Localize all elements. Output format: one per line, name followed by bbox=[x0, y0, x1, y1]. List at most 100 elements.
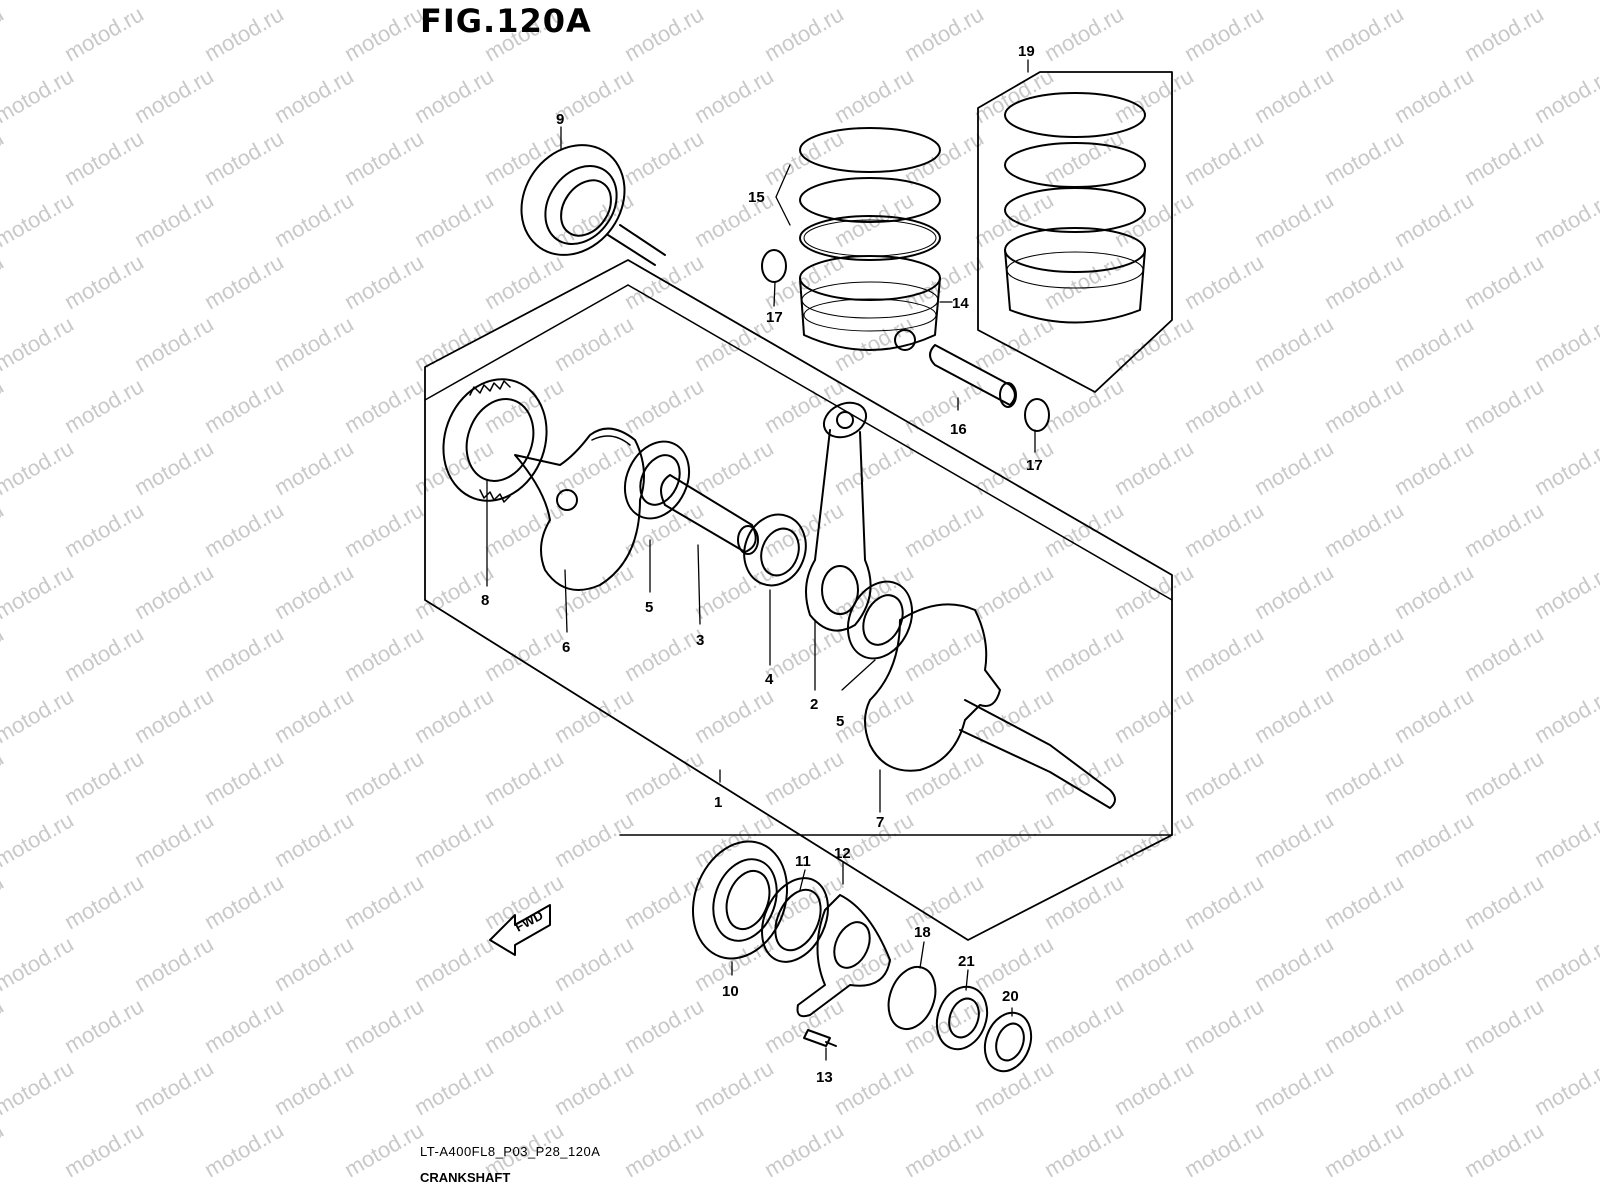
watermark-text: motod.ru bbox=[480, 125, 568, 190]
watermark-text: motod.ru bbox=[1320, 497, 1408, 562]
watermark-text: motod.ru bbox=[270, 311, 358, 376]
callout-11: 11 bbox=[795, 853, 811, 870]
watermark-text: motod.ru bbox=[0, 0, 78, 4]
watermark-text: motod.ru bbox=[480, 993, 568, 1058]
callout-5a: 5 bbox=[645, 599, 653, 616]
watermark-text: motod.ru bbox=[1460, 745, 1548, 810]
watermark-text: motod.ru bbox=[60, 497, 148, 562]
watermark-text: motod.ru bbox=[1390, 1055, 1478, 1120]
watermark-text: motod.ru bbox=[1460, 125, 1548, 190]
watermark-text: motod.ru bbox=[0, 435, 78, 500]
watermark-text: motod.ru bbox=[760, 497, 848, 562]
watermark-text: motod.ru bbox=[0, 497, 8, 562]
watermark-text: motod.ru bbox=[200, 1, 288, 66]
watermark-text: motod.ru bbox=[130, 63, 218, 128]
watermark-text: motod.ru bbox=[1250, 1055, 1338, 1120]
watermark-text: motod.ru bbox=[0, 807, 78, 872]
watermark-text: motod.ru bbox=[1320, 869, 1408, 934]
watermark-text: motod.ru bbox=[1110, 187, 1198, 252]
watermark-text: motod.ru bbox=[1390, 683, 1478, 748]
watermark-text: motod.ru bbox=[620, 373, 708, 438]
callout-3: 3 bbox=[696, 632, 704, 649]
callout-4: 4 bbox=[765, 671, 774, 688]
watermark-text: motod.ru bbox=[0, 1, 8, 66]
watermark-text: motod.ru bbox=[1530, 807, 1600, 872]
watermark-text: motod.ru bbox=[1530, 683, 1600, 748]
watermark-text: motod.ru bbox=[690, 1055, 778, 1120]
watermark-text: motod.ru bbox=[270, 683, 358, 748]
watermark-text: motod.ru bbox=[340, 125, 428, 190]
watermark-text: motod.ru bbox=[1530, 187, 1600, 252]
watermark-text: motod.ru bbox=[1390, 435, 1478, 500]
circlip-19-icon bbox=[880, 960, 943, 1035]
watermark-text: motod.ru bbox=[410, 187, 498, 252]
piston-pin-16-icon bbox=[930, 345, 1016, 407]
piston-set-20-icon bbox=[1005, 93, 1145, 323]
watermark-text: motod.ru bbox=[0, 993, 8, 1058]
watermark-text: motod.ru bbox=[270, 931, 358, 996]
watermark-text: motod.ru bbox=[690, 63, 778, 128]
watermark-text: motod.ru bbox=[1250, 311, 1338, 376]
watermark-text: motod.ru bbox=[130, 1055, 218, 1120]
screw-13-icon bbox=[804, 1030, 836, 1046]
watermark-text: motod.ru bbox=[1180, 497, 1268, 562]
bearing-21-icon bbox=[929, 980, 996, 1057]
watermark-text: motod.ru bbox=[970, 931, 1058, 996]
watermark-text: motod.ru bbox=[1390, 63, 1478, 128]
watermark-text: motod.ru bbox=[970, 1055, 1058, 1120]
connecting-rod-2-icon bbox=[806, 396, 872, 630]
watermark-text: motod.ru bbox=[1530, 931, 1600, 996]
watermark-text: motod.ru bbox=[200, 745, 288, 810]
watermark-text: motod.ru bbox=[0, 1055, 78, 1120]
watermark-text: motod.ru bbox=[1110, 683, 1198, 748]
callout-5b: 5 bbox=[836, 713, 844, 730]
watermark-text: motod.ru bbox=[830, 931, 918, 996]
watermark-text: motod.ru bbox=[620, 993, 708, 1058]
watermark-text: motod.ru bbox=[1320, 1, 1408, 66]
watermark-text: motod.ru bbox=[1180, 1, 1268, 66]
watermark-text: motod.ru bbox=[410, 1055, 498, 1120]
watermark-text: motod.ru bbox=[970, 683, 1058, 748]
watermark-text: motod.ru bbox=[480, 745, 568, 810]
watermark-text: motod.ru bbox=[970, 807, 1058, 872]
watermark-text: motod.ru bbox=[200, 497, 288, 562]
callout-18: 20 bbox=[1002, 988, 1019, 1005]
watermark-text: motod.ru bbox=[1320, 745, 1408, 810]
watermark-text: motod.ru bbox=[270, 0, 358, 4]
watermark-text: motod.ru bbox=[1180, 249, 1268, 314]
piston-14-icon bbox=[800, 256, 940, 350]
crank-web-7-icon bbox=[865, 604, 1115, 808]
watermark-text: motod.ru bbox=[0, 187, 78, 252]
watermark-text: motod.ru bbox=[1250, 63, 1338, 128]
watermark-text: motod.ru bbox=[1250, 683, 1338, 748]
watermark-text: motod.ru bbox=[760, 373, 848, 438]
watermark-text: motod.ru bbox=[200, 869, 288, 934]
retainer-plate-12-icon bbox=[798, 895, 891, 1016]
watermark-text: motod.ru bbox=[620, 1, 708, 66]
watermark-text: motod.ru bbox=[410, 931, 498, 996]
watermark-text: motod.ru bbox=[1530, 1055, 1600, 1120]
watermark-text: motod.ru bbox=[1040, 249, 1128, 314]
watermark-text: motod.ru bbox=[200, 249, 288, 314]
watermark-text: motod.ru bbox=[130, 0, 218, 4]
watermark-text: motod.ru bbox=[130, 683, 218, 748]
watermark-text: motod.ru bbox=[620, 125, 708, 190]
watermark-text: motod.ru bbox=[970, 559, 1058, 624]
watermark-text: motod.ru bbox=[1110, 435, 1198, 500]
watermark-text: motod.ru bbox=[1250, 559, 1338, 624]
watermark-text: motod.ru bbox=[0, 683, 78, 748]
watermark-text: motod.ru bbox=[1460, 497, 1548, 562]
watermark-text: motod.ru bbox=[1530, 63, 1600, 128]
watermark-text: motod.ru bbox=[830, 0, 918, 4]
watermark-text: motod.ru bbox=[760, 745, 848, 810]
bearing-9-icon bbox=[500, 125, 665, 275]
watermark-text: motod.ru bbox=[1250, 931, 1338, 996]
figure-code: LT-A400FL8_P03_P28_120A bbox=[420, 1144, 601, 1159]
watermark-text: motod.ru bbox=[900, 1, 988, 66]
watermark-text: motod.ru bbox=[1320, 993, 1408, 1058]
watermark-text: motod.ru bbox=[900, 125, 988, 190]
watermark-text: motod.ru bbox=[620, 249, 708, 314]
callout-10: 10 bbox=[722, 983, 739, 1000]
bearing-10-icon bbox=[677, 828, 803, 972]
